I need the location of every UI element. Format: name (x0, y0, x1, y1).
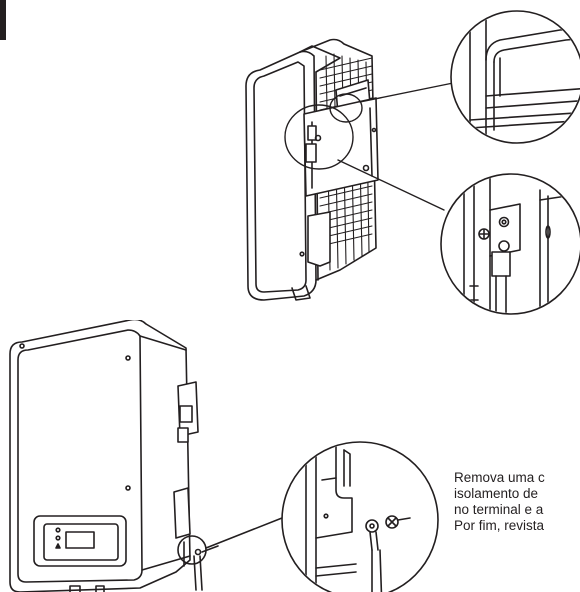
inverter-side-view-icon (245, 38, 379, 301)
caption-line-1: Remova uma c (454, 470, 545, 485)
instruction-caption: Remova uma c isolamento de no terminal e… (454, 470, 580, 534)
callout-ring (284, 81, 459, 211)
caption-line-2: isolamento de (454, 486, 539, 501)
inverter-front-view-icon (9, 320, 283, 592)
lock-screw-detail-icon (440, 173, 580, 315)
mounting-bracket-detail-icon (450, 10, 580, 144)
grounding-terminal-detail-icon (281, 441, 439, 592)
caption-line-4: Por fim, revista (454, 518, 545, 533)
caption-line-3: no terminal e a (454, 502, 544, 517)
figure-inverter-mounting (245, 10, 580, 315)
section-tab-marker (0, 0, 6, 40)
figure-inverter-grounding (0, 320, 460, 592)
